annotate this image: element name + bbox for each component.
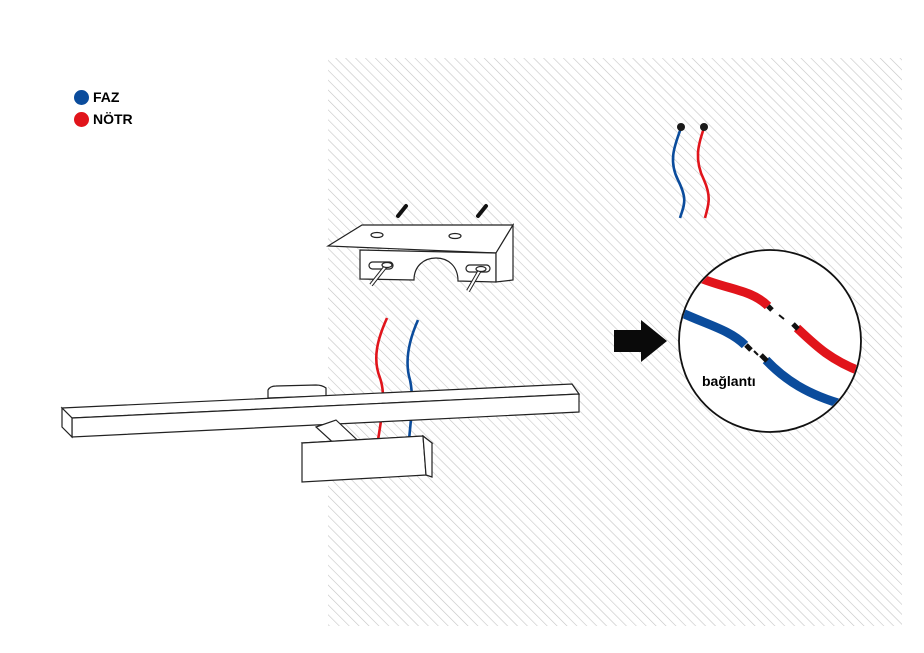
screw-right xyxy=(466,265,487,292)
detail-wire-phase-right xyxy=(762,356,847,410)
lamp-clip xyxy=(267,384,327,399)
connection-label: bağlantı xyxy=(702,373,756,389)
wall-lamp xyxy=(60,383,581,483)
wire-legend: FAZ NÖTR xyxy=(74,86,133,130)
wall-wire-neutral-end xyxy=(700,123,708,131)
legend-label-phase: FAZ xyxy=(93,89,120,105)
connection-detail xyxy=(678,249,862,433)
detail-wire-neutral-left xyxy=(698,273,772,310)
screw-left xyxy=(369,261,393,287)
wall-wire-phase-end xyxy=(677,123,685,131)
detail-wire-neutral-right xyxy=(793,324,860,377)
legend-label-neutral: NÖTR xyxy=(93,111,133,127)
arrow-right-icon xyxy=(614,320,667,362)
neutral-dot-icon xyxy=(74,111,89,127)
mounting-bracket xyxy=(326,204,515,292)
lamp-base-side xyxy=(422,434,433,478)
legend-item-neutral: NÖTR xyxy=(74,108,133,130)
wall-wire-neutral xyxy=(696,127,710,219)
phase-dot-icon xyxy=(74,89,89,105)
fixture-wire-phase xyxy=(406,319,420,441)
wall-wires xyxy=(671,123,710,219)
lamp-bar-end xyxy=(61,406,73,439)
detail-wire-phase-left xyxy=(680,307,749,349)
lamp-base-front xyxy=(301,435,427,483)
wall-wire-phase xyxy=(671,127,686,219)
legend-item-phase: FAZ xyxy=(74,86,133,108)
